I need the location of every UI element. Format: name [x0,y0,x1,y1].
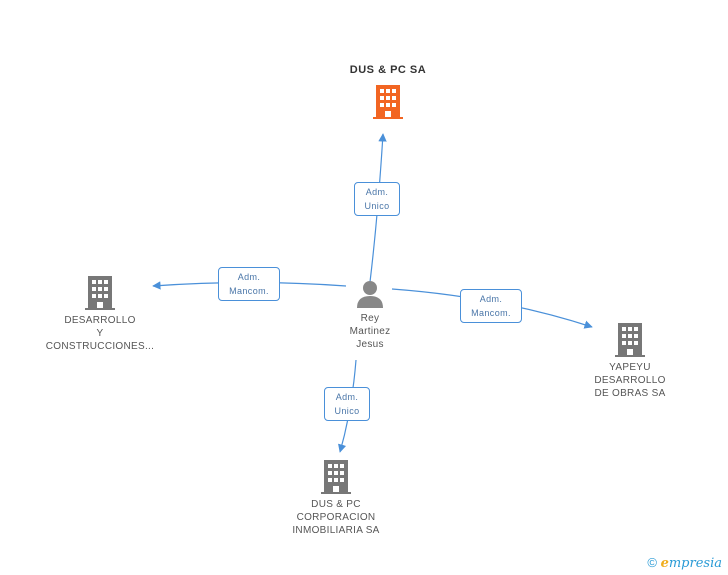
building-icon [321,460,351,494]
brand-logo: empresia [660,556,722,571]
role-label: Adm. [335,392,359,402]
company-name-line: DUS & PC [311,499,361,510]
company-node-left[interactable]: DESARROLLO Y CONSTRUCCIONES... [30,276,170,353]
building-icon [85,276,115,310]
company-node-main[interactable]: DUS & PC SA [318,64,458,123]
company-name: DUS & PC SA [349,64,427,76]
company-name-line: CORPORACION [296,512,376,523]
person-name-line: Rey [360,313,380,324]
company-name-line: Y [96,328,104,339]
footer-brand[interactable]: © empresia [647,555,722,571]
role-label: Adm. [479,294,503,304]
edge-label-right[interactable]: Adm. Mancom. [460,289,522,323]
edge-label-top[interactable]: Adm. Unico [354,182,400,216]
company-name-line: CONSTRUCCIONES... [45,341,155,352]
person-name-line: Jesus [356,339,384,350]
company-name-line: DESARROLLO [594,375,666,386]
company-node-right[interactable]: YAPEYU DESARROLLO DE OBRAS SA [560,323,700,400]
company-name-line: INMOBILIARIA SA [292,525,380,536]
building-icon [615,323,645,357]
company-name-line: YAPEYU [609,362,651,373]
company-name-line: DESARROLLO [64,315,136,326]
role-label: Adm. [237,272,261,282]
copyright-icon: © [647,555,657,570]
edge-label-left[interactable]: Adm. Mancom. [218,267,280,301]
person-node[interactable]: Rey Martinez Jesus [320,280,420,351]
role-label: Unico [334,406,360,416]
edge-label-bottom[interactable]: Adm. Unico [324,387,370,421]
role-label: Unico [364,201,390,211]
role-label: Mancom. [471,308,511,318]
person-icon [357,281,383,308]
role-label: Mancom. [229,286,269,296]
person-name-line: Martinez [349,326,391,337]
company-name-line: DE OBRAS SA [594,388,666,399]
company-node-bottom[interactable]: DUS & PC CORPORACION INMOBILIARIA SA [266,460,406,537]
building-icon [373,85,403,119]
role-label: Adm. [365,187,389,197]
